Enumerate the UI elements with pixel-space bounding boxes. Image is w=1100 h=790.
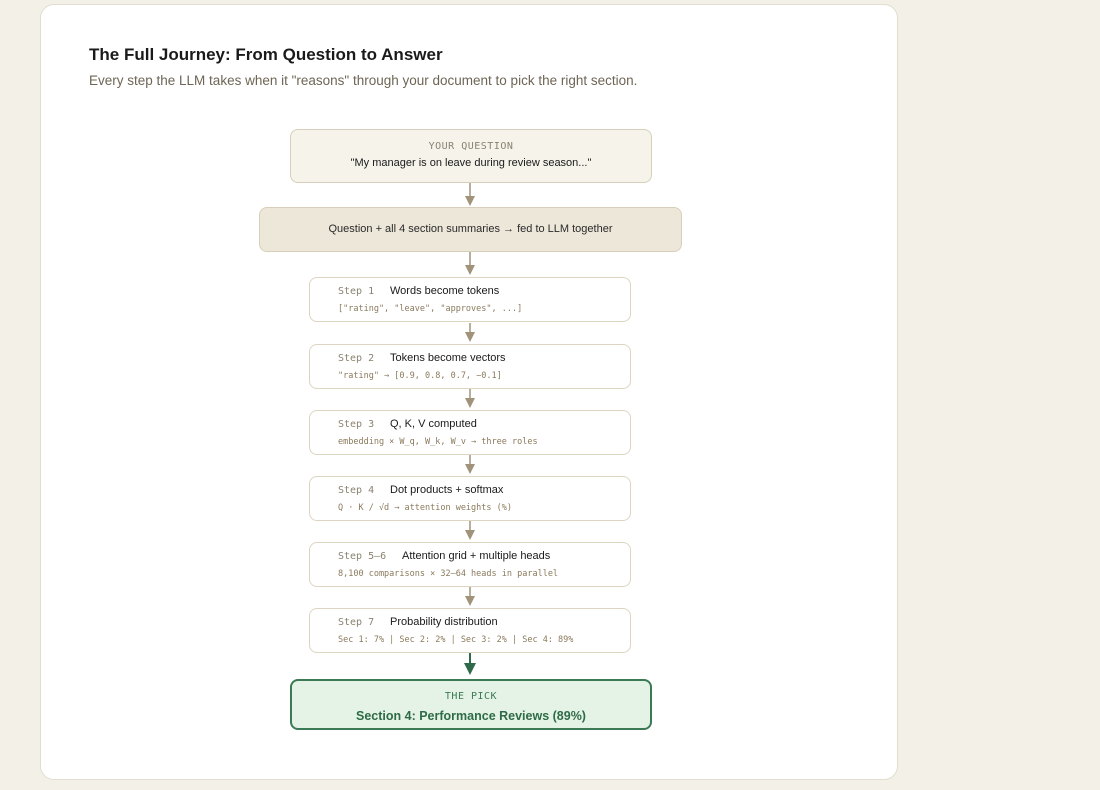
question-box: YOUR QUESTION "My manager is on leave du…	[290, 129, 652, 183]
step-number: Step 7	[338, 617, 375, 628]
feed-text: Question + all 4 section summaries → fed…	[328, 223, 613, 235]
step-number: Step 4	[338, 485, 375, 496]
step-title: Words become tokens	[390, 285, 500, 297]
arrow-step3-to-step4	[465, 455, 475, 474]
step-title: Tokens become vectors	[390, 352, 506, 364]
step-title: Probability distribution	[390, 616, 498, 628]
step-5-6-box: Step 5–6 Attention grid + multiple heads…	[309, 542, 631, 587]
page-subtitle: Every step the LLM takes when it "reason…	[89, 73, 638, 88]
pick-text: Section 4: Performance Reviews (89%)	[356, 709, 586, 723]
step-4-box: Step 4 Dot products + softmax Q · K / √d…	[309, 476, 631, 521]
question-label: YOUR QUESTION	[428, 141, 514, 152]
arrow-step2-to-step3	[465, 389, 475, 408]
arrow-step1-to-step2	[465, 323, 475, 342]
question-text: "My manager is on leave during review se…	[350, 157, 592, 169]
step-3-box: Step 3 Q, K, V computed embedding × W_q,…	[309, 410, 631, 455]
diagram-card: The Full Journey: From Question to Answe…	[40, 4, 898, 780]
step-detail: Sec 1: 7% | Sec 2: 2% | Sec 3: 2% | Sec …	[338, 635, 574, 645]
arrow-step4-to-step5	[465, 521, 475, 540]
page-title: The Full Journey: From Question to Answe…	[89, 45, 443, 64]
step-detail: ["rating", "leave", "approves", ...]	[338, 304, 523, 314]
step-number: Step 5–6	[338, 551, 387, 562]
pick-box: THE PICK Section 4: Performance Reviews …	[290, 679, 652, 730]
step-title: Attention grid + multiple heads	[402, 550, 551, 562]
step-title: Q, K, V computed	[390, 418, 477, 430]
step-detail: 8,100 comparisons × 32–64 heads in paral…	[338, 569, 559, 579]
step-number: Step 3	[338, 419, 375, 430]
arrow-step7-to-pick	[464, 653, 476, 675]
step-number: Step 1	[338, 286, 375, 297]
step-1-box: Step 1 Words become tokens ["rating", "l…	[309, 277, 631, 322]
step-detail: Q · K / √d → attention weights (%)	[338, 503, 512, 513]
step-number: Step 2	[338, 353, 375, 364]
step-title: Dot products + softmax	[390, 484, 504, 496]
step-7-box: Step 7 Probability distribution Sec 1: 7…	[309, 608, 631, 653]
flow-arrows	[464, 183, 476, 675]
arrow-step5-to-step7	[465, 587, 475, 606]
arrow-feed-to-step1	[465, 252, 475, 275]
step-detail: "rating" → [0.9, 0.8, 0.7, −0.1]	[338, 371, 502, 381]
step-2-box: Step 2 Tokens become vectors "rating" → …	[309, 344, 631, 389]
step-detail: embedding × W_q, W_k, W_v → three roles	[338, 437, 538, 447]
arrow-question-to-feed	[465, 183, 475, 206]
feed-box: Question + all 4 section summaries → fed…	[259, 207, 682, 252]
pick-label: THE PICK	[444, 691, 498, 702]
